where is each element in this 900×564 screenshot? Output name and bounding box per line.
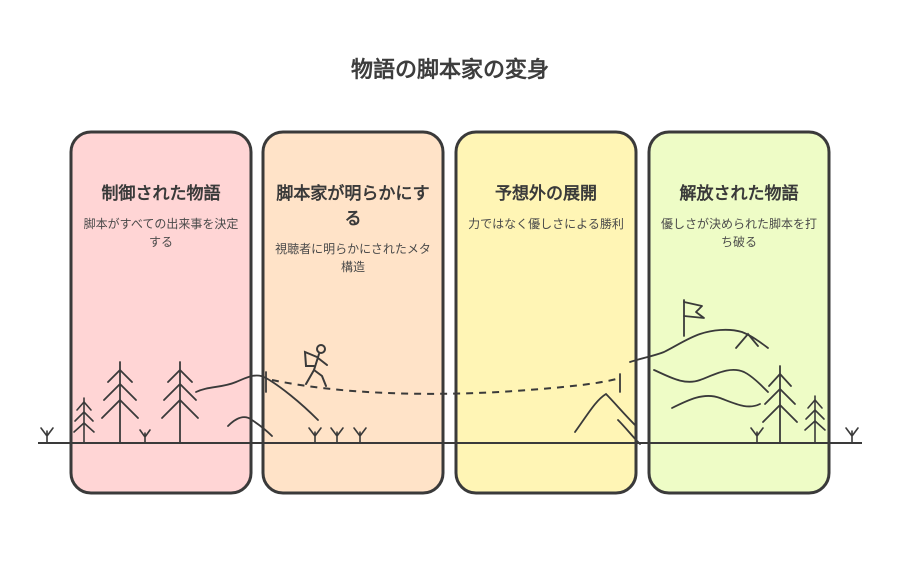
stage-1-description: 脚本がすべての出来事を決定する (83, 217, 239, 249)
stage-2-description: 視聴者に明らかにされたメタ構造 (275, 242, 431, 274)
stage-3-text: 予想外の展開 力ではなく優しさによる勝利 (465, 182, 627, 233)
stage-2-text: 脚本家が明らかにする 視聴者に明らかにされたメタ構造 (272, 182, 434, 276)
grass-icon (40, 427, 151, 444)
pine-tree-icon (101, 361, 139, 444)
grass-icon (308, 427, 367, 444)
stage-4-description: 優しさが決められた脚本を打ち破る (660, 217, 817, 249)
hiker-icon (303, 344, 328, 387)
stage-1-heading: 制御された物語 (101, 184, 221, 204)
mountain-icon (195, 371, 319, 437)
grass-icon (750, 427, 859, 444)
stage-3-description: 力ではなく優しさによる勝利 (468, 217, 624, 231)
stage-4-heading: 解放された物語 (679, 184, 799, 204)
mountain-icon (574, 373, 641, 445)
pine-tree-icon (762, 365, 798, 444)
stage-1-text: 制御された物語 脚本がすべての出来事を決定する (80, 182, 242, 251)
dashed-trail (271, 377, 621, 395)
stage-3-heading: 予想外の展開 (495, 184, 597, 204)
pine-tree-icon (73, 397, 95, 444)
mountain-icon (629, 328, 769, 409)
diagram-title: 物語の脚本家の変身 (350, 58, 549, 83)
stage-card-4 (647, 130, 831, 495)
pine-tree-icon (161, 361, 199, 444)
stage-2-heading: 脚本家が明らかにする (276, 184, 430, 229)
flag-icon (683, 299, 705, 337)
stage-4-text: 解放された物語 優しさが決められた脚本を打ち破る (658, 182, 820, 251)
pine-tree-icon (804, 395, 826, 444)
stage-card-3 (454, 130, 638, 495)
stage-card-2 (261, 130, 445, 495)
